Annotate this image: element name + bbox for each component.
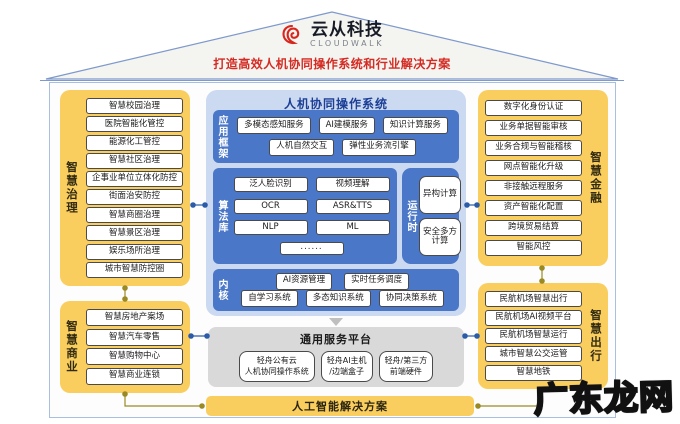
sector-item: 民航机场AI视频平台 — [485, 309, 582, 326]
sector-governance-panel: 智慧治理 智慧校园治理 医院智能化管控 能源化工管控 智慧社区治理 企事业单位立… — [60, 90, 190, 286]
sector-item: 智慧汽车零售 — [86, 328, 183, 346]
sector-item: 能源化工管控 — [86, 134, 183, 151]
sector-item: 资产智能化配置 — [485, 200, 582, 216]
sector-item: 民航机场智慧运行 — [485, 327, 582, 344]
platform-item-line: 轻舟公有云 — [256, 356, 297, 366]
algorithm-item: ML — [315, 220, 390, 236]
sector-item: 民航机场智慧出行 — [485, 291, 582, 308]
platform-item-line: 人机协同操作系统 — [244, 366, 309, 376]
sector-item: 跨境贸易结算 — [485, 220, 582, 236]
sector-item: 智慧购物中心 — [86, 348, 183, 366]
ai-solutions-bar: 人工智能解决方案 — [206, 396, 474, 416]
sector-item: 智慧校园治理 — [86, 98, 183, 115]
sector-finance-panel: 数字化身份认证 业务单据智能审核 业务合规与智能稽核 网点智能化升级 非接触远程… — [478, 90, 608, 266]
runtime-item: 安全多方计算 — [419, 218, 461, 256]
sector-governance-label: 智慧治理 — [65, 161, 79, 215]
sector-item: 智慧商圈治理 — [86, 207, 183, 224]
brand-name-en: CLOUDWALK — [309, 39, 385, 48]
framework-item: 知识计算服务 — [382, 117, 448, 135]
os-title: 人机协同操作系统 — [283, 97, 388, 111]
sector-item: 智慧房地产案场 — [86, 309, 183, 327]
framework-item: 多模态感知服务 — [237, 117, 311, 135]
brand-name-cn: 云从科技 — [311, 20, 383, 40]
watermark: 广东龙网 — [532, 376, 675, 422]
sector-item: 城市智慧公交运管 — [485, 346, 582, 363]
sector-mobility-panel: 民航机场智慧出行 民航机场AI视频平台 民航机场智慧运行 城市智慧公交运管 智慧… — [478, 283, 608, 389]
app-framework-panel: 应用框架 多模态感知服务 AI建模服务 知识计算服务 人机自然交互 弹性业务流引… — [213, 110, 459, 163]
sector-business-panel: 智慧商业 智慧房地产案场 智慧汽车零售 智慧购物中心 智慧商业连锁 — [60, 301, 190, 393]
kernel-item: 协同决策系统 — [378, 290, 444, 308]
algorithm-lib-label: 算法库 — [216, 199, 227, 233]
sector-item: 医院智能化管控 — [86, 116, 183, 133]
sector-item: 网点智能化升级 — [485, 160, 582, 176]
sector-finance-label: 智慧金融 — [589, 151, 603, 205]
platform-item-line: 前端硬件 — [389, 366, 422, 376]
runtime-label: 运行时 — [405, 199, 416, 233]
sector-item: 业务单据智能审核 — [485, 120, 582, 136]
runtime-item: 异构计算 — [419, 176, 461, 214]
header: 云从科技 CLOUDWALK 打造高效人机协同操作系统和行业解决方案 — [0, 22, 664, 72]
sector-item: 城市智慧防控圈 — [86, 261, 183, 278]
platform-item: 轻舟AI主机 /边端盒子 — [320, 351, 373, 382]
algorithm-lib-panel: 算法库 泛人脸识别 视频理解 OCR ASR&TTS NLP ML ...... — [213, 168, 397, 264]
sector-item: 非接触远程服务 — [485, 180, 582, 196]
algorithm-item: 视频理解 — [315, 177, 390, 193]
app-framework-label: 应用框架 — [216, 114, 227, 159]
algorithm-item: ASR&TTS — [315, 198, 390, 214]
platform-item-line: 轻舟AI主机 — [326, 356, 367, 366]
sector-business-label: 智慧商业 — [65, 320, 79, 374]
sector-item: 智慧地铁 — [485, 364, 582, 381]
runtime-panel: 运行时 异构计算 安全多方计算 — [402, 168, 461, 264]
kernel-panel: 内核 AI资源管理 实时任务调度 自学习系统 多态知识系统 协同决策系统 — [213, 269, 459, 311]
kernel-item: 实时任务调度 — [344, 272, 410, 290]
service-platform-panel: 通用服务平台 轻舟公有云 人机协同操作系统 轻舟AI主机 /边端盒子 轻舟/第三… — [208, 327, 464, 387]
algorithm-item: 泛人脸识别 — [233, 177, 308, 193]
sector-item: 智慧社区治理 — [86, 152, 183, 169]
kernel-item: 自学习系统 — [241, 290, 298, 308]
sector-item: 街面治安防控 — [86, 189, 183, 206]
os-panel: 人机协同操作系统 应用框架 多模态感知服务 AI建模服务 知识计算服务 人机自然… — [206, 90, 466, 316]
kernel-label: 内核 — [216, 279, 227, 301]
cloudwalk-logo-icon — [282, 24, 300, 45]
algorithm-item: OCR — [233, 198, 308, 214]
sector-item: 智慧景区治理 — [86, 225, 183, 242]
sector-mobility-label: 智慧出行 — [589, 309, 603, 363]
algorithm-more-item: ...... — [279, 241, 344, 255]
sector-item: 企事业单位立体化防控 — [86, 170, 183, 187]
framework-item: 人机自然交互 — [269, 138, 335, 156]
sector-item: 娱乐场所治理 — [86, 243, 183, 260]
kernel-item: AI资源管理 — [275, 272, 333, 290]
service-platform-title: 通用服务平台 — [300, 333, 372, 346]
sector-item: 智慧商业连锁 — [86, 367, 183, 385]
framework-item: 弹性业务流引擎 — [342, 138, 416, 156]
sector-item: 数字化身份认证 — [485, 100, 582, 116]
kernel-item: 多态知识系统 — [305, 290, 371, 308]
sector-item: 智能风控 — [485, 240, 582, 256]
framework-item: AI建模服务 — [318, 117, 375, 135]
sector-item: 业务合规与智能稽核 — [485, 140, 582, 156]
platform-item-line: /边端盒子 — [329, 366, 364, 376]
algorithm-item: NLP — [233, 220, 308, 236]
cloudwalk-logo: 云从科技 CLOUDWALK — [280, 22, 384, 48]
slogan-text: 打造高效人机协同操作系统和行业解决方案 — [213, 57, 451, 71]
platform-item-line: 轻舟/第三方 — [384, 356, 428, 366]
platform-item: 轻舟公有云 人机协同操作系统 — [238, 351, 315, 382]
platform-item: 轻舟/第三方 前端硬件 — [378, 351, 434, 382]
